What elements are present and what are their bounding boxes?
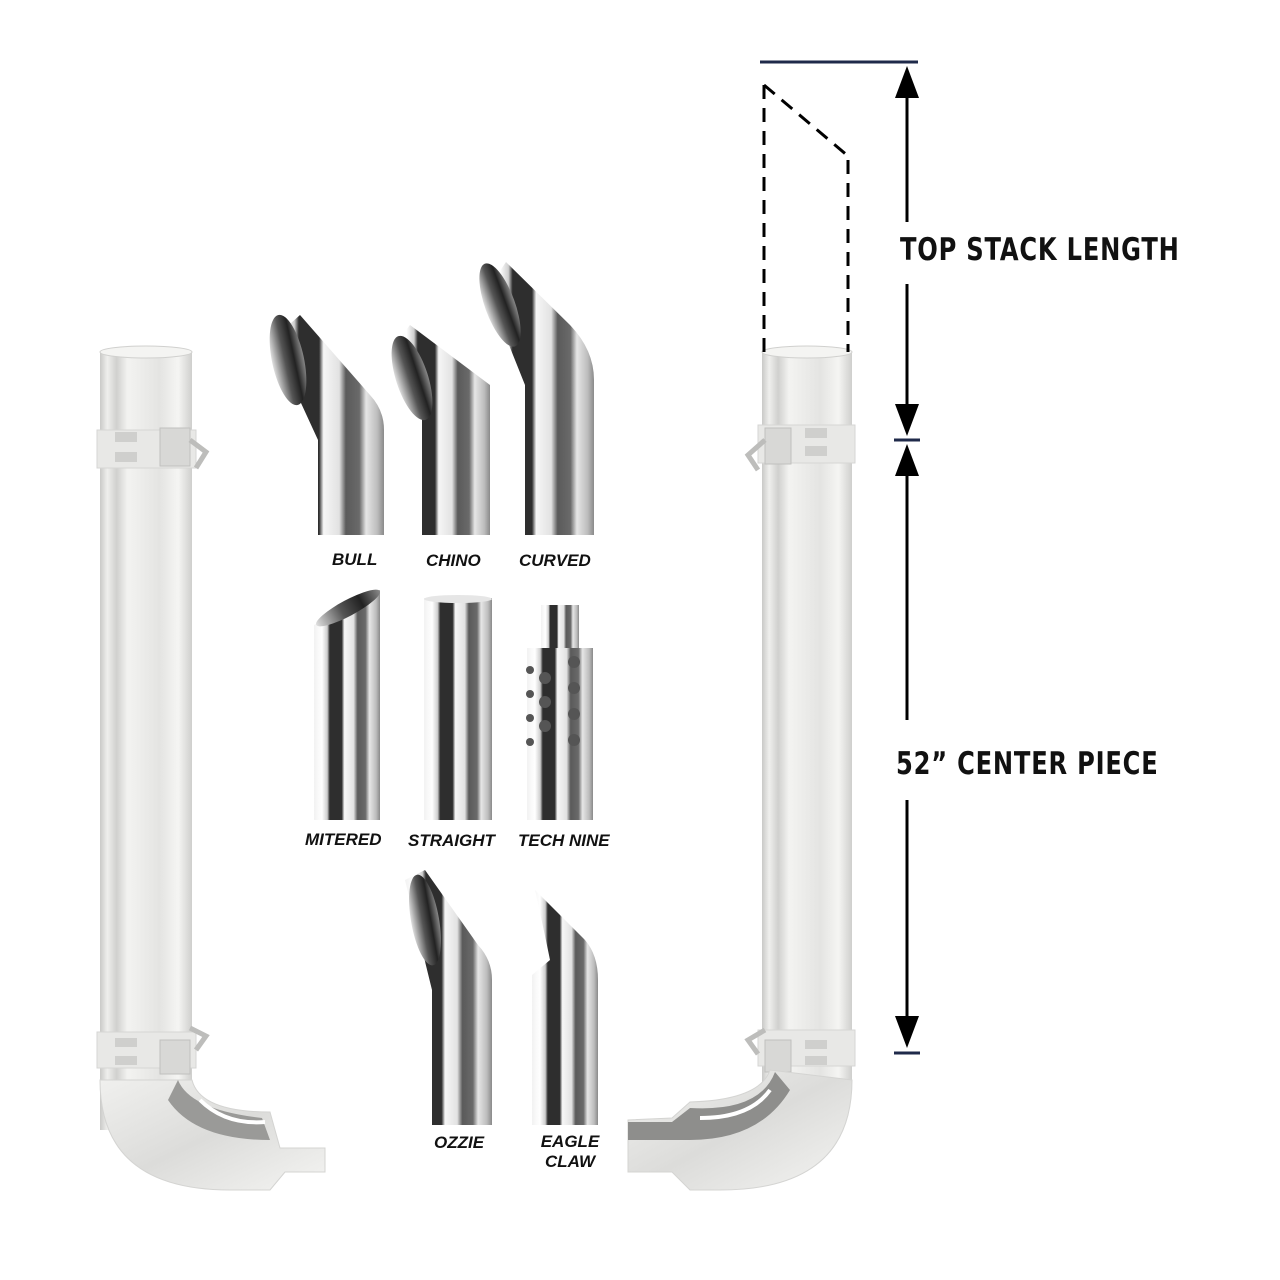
tip-label-tech-nine: TECH NINE (518, 831, 610, 850)
tip-chino-image (391, 325, 490, 535)
tip-ozzie-image (405, 870, 492, 1125)
tip-label-eagle: EAGLE (540, 1132, 600, 1151)
tip-label-eagle-claw: EAGLE CLAW (536, 1132, 604, 1172)
tip-eagle-claw-image (532, 890, 598, 1125)
tip-bull-image (269, 314, 384, 535)
tip-label-mitered: MITERED (305, 830, 382, 849)
tip-tech-nine-image (526, 605, 593, 820)
tip-straight-image (424, 595, 492, 820)
dimension-markers (760, 60, 920, 1055)
tip-mitered-image (314, 589, 381, 820)
tip-curved-image (479, 262, 594, 535)
tip-label-bull: BULL (332, 550, 378, 569)
tip-label-straight: STRAIGHT (408, 831, 495, 850)
top-stack-length-label: TOP STACK LENGTH (900, 232, 1180, 268)
tip-label-curved: CURVED (519, 551, 591, 570)
top-stack-outline (762, 83, 850, 352)
center-piece-label: 52” CENTER PIECE (896, 746, 1159, 782)
tip-label-claw: CLAW (544, 1152, 596, 1171)
tip-label-chino: CHINO (426, 551, 481, 570)
left-stack-pipe (96, 345, 326, 1191)
tip-label-ozzie: OZZIE (434, 1133, 485, 1152)
right-stack-pipe (627, 345, 856, 1191)
